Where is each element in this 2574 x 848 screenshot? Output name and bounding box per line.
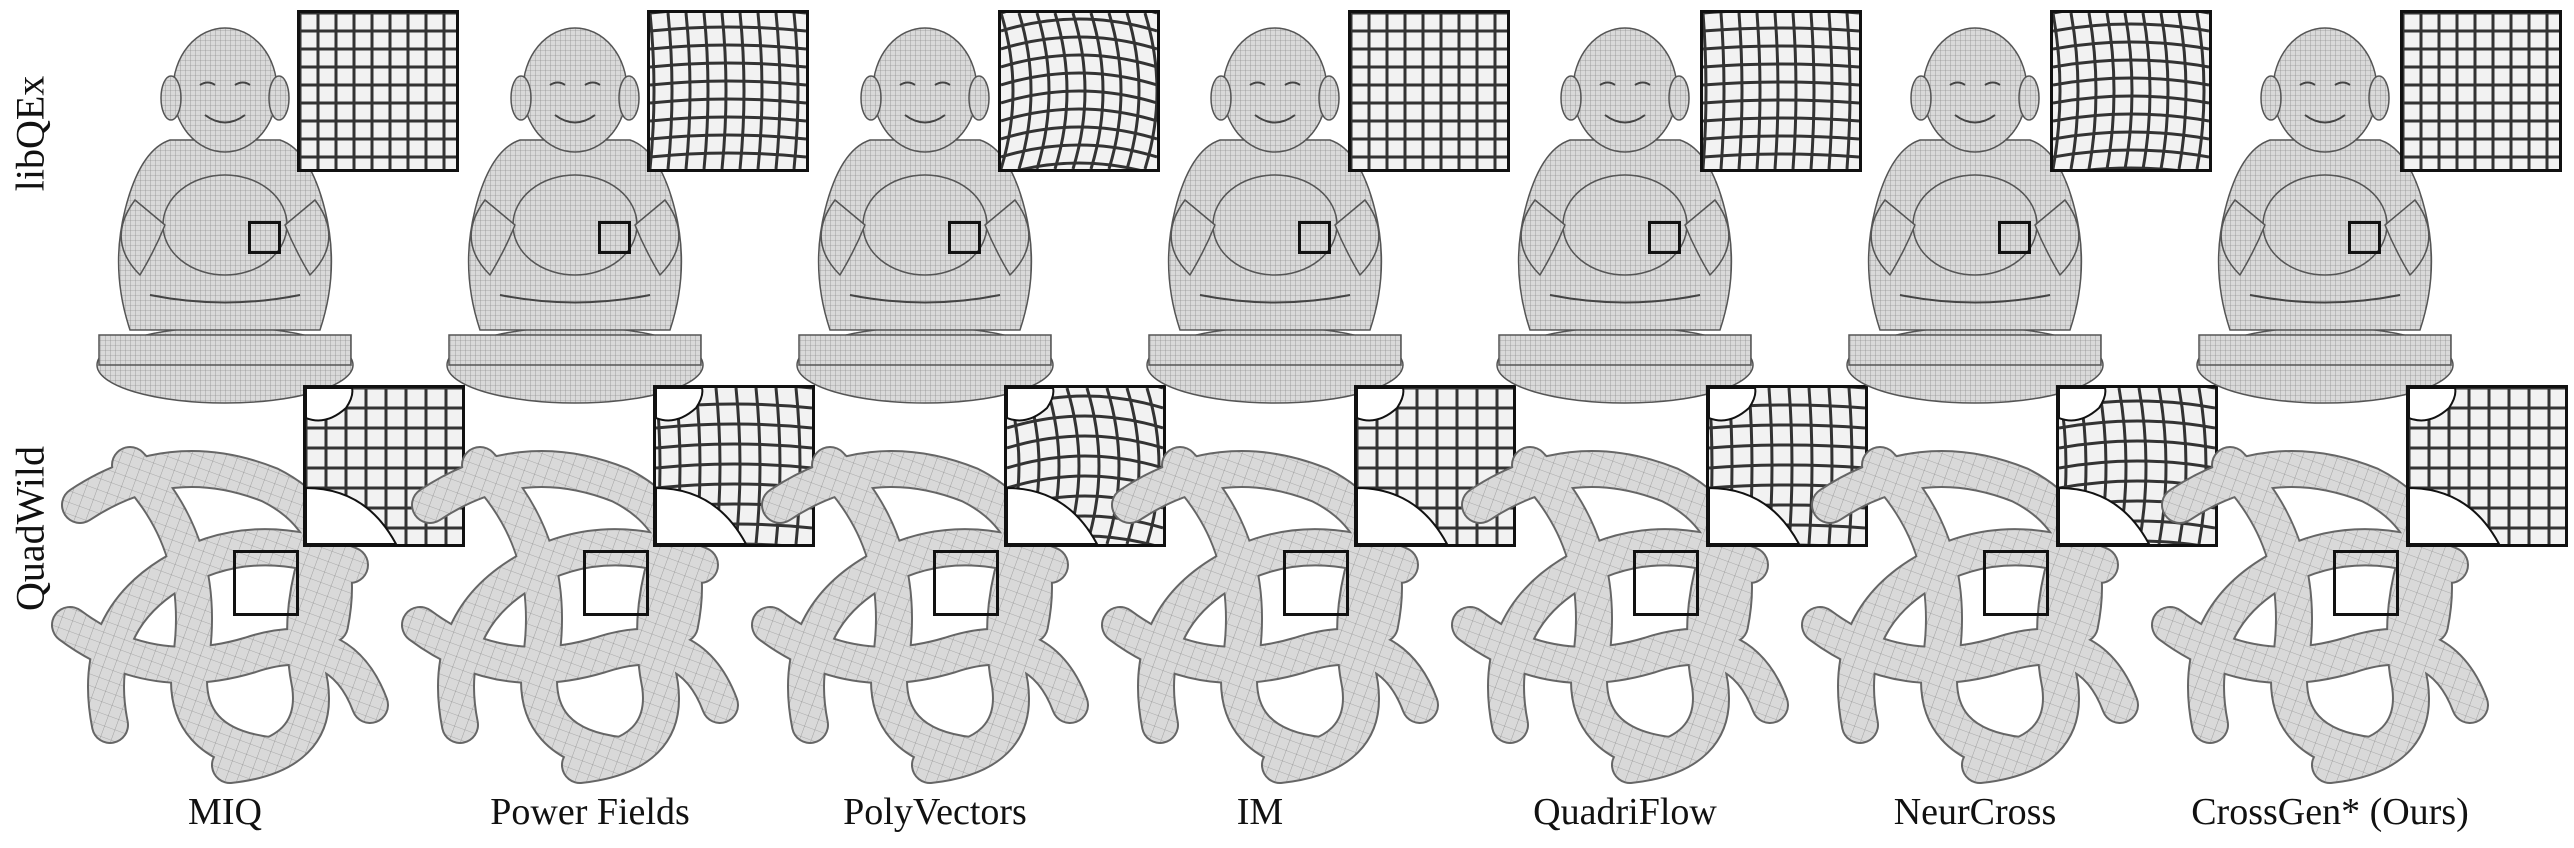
buddha-zoom-region-box xyxy=(1298,221,1331,254)
knot-zoom-region-box xyxy=(933,550,999,616)
buddha-mesh-render xyxy=(95,10,435,410)
column-label-power-fields: Power Fields xyxy=(490,791,690,833)
buddha-zoom-inset xyxy=(2400,10,2562,172)
buddha-mesh-render xyxy=(1495,10,1835,410)
buddha-zoom-region-box xyxy=(948,221,981,254)
column-label-polyvectors: PolyVectors xyxy=(843,791,1027,833)
knot-zoom-region-box xyxy=(583,550,649,616)
buddha-zoom-region-box xyxy=(248,221,281,254)
buddha-mesh-render xyxy=(2195,10,2535,410)
buddha-zoom-inset xyxy=(1348,10,1510,172)
row-label-quadwild: QuadWild xyxy=(7,445,53,612)
buddha-mesh-render xyxy=(1845,10,2185,410)
column-label-miq: MIQ xyxy=(188,791,262,833)
knot-zoom-region-box xyxy=(2333,550,2399,616)
column-label-crossgen: CrossGen* (Ours) xyxy=(2191,791,2469,833)
buddha-zoom-region-box xyxy=(598,221,631,254)
column-label-quadriflow: QuadriFlow xyxy=(1533,791,1717,833)
knot-zoom-region-box xyxy=(1633,550,1699,616)
buddha-zoom-region-box xyxy=(2348,221,2381,254)
buddha-zoom-inset xyxy=(998,10,1160,172)
buddha-zoom-inset xyxy=(297,10,459,172)
buddha-mesh-render xyxy=(795,10,1135,410)
knot-zoom-inset xyxy=(2406,385,2568,547)
knot-zoom-region-box xyxy=(233,550,299,616)
buddha-zoom-region-box xyxy=(1648,221,1681,254)
column-label-neurcross: NeurCross xyxy=(1893,791,2057,833)
column-label-im: IM xyxy=(1236,791,1284,833)
buddha-zoom-inset xyxy=(1700,10,1862,172)
row-label-libqex: libQEx xyxy=(7,75,53,192)
knot-zoom-inset xyxy=(2056,385,2218,547)
knot-zoom-region-box xyxy=(1983,550,2049,616)
buddha-mesh-render xyxy=(445,10,785,410)
buddha-mesh-render xyxy=(1145,10,1485,410)
knot-mesh-render xyxy=(400,425,740,785)
buddha-zoom-inset xyxy=(2050,10,2212,172)
buddha-zoom-region-box xyxy=(1998,221,2031,254)
buddha-zoom-inset xyxy=(647,10,809,172)
knot-zoom-region-box xyxy=(1283,550,1349,616)
